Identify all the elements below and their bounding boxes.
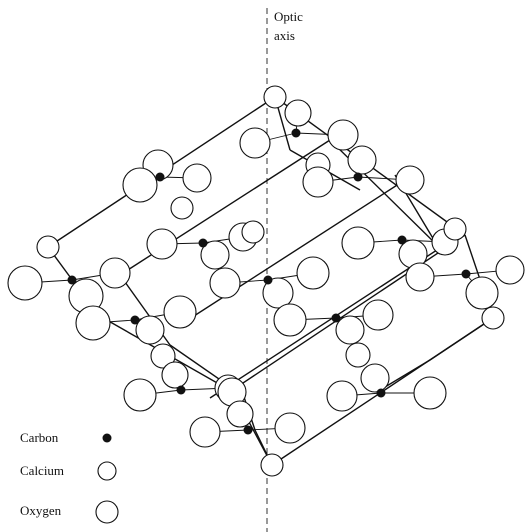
legend-carbon-symbol — [102, 433, 112, 443]
atom-oxygen — [146, 228, 178, 260]
atom-calcium — [150, 343, 176, 369]
optic-axis-label-line1: Optic — [274, 9, 303, 24]
atom-oxygen — [200, 240, 230, 270]
atom-calcium — [241, 220, 265, 244]
atom-oxygen — [161, 361, 189, 389]
atom-calcium — [36, 235, 60, 259]
atom-oxygen — [395, 165, 425, 195]
atom-calcium — [260, 453, 284, 477]
atom-oxygen — [284, 99, 312, 127]
atom-calcium — [263, 85, 287, 109]
atom-carbon — [198, 238, 208, 248]
atom-oxygen — [262, 277, 294, 309]
atom-carbon — [397, 235, 407, 245]
atom-oxygen — [163, 295, 197, 329]
atom-carbon — [176, 385, 186, 395]
atom-oxygen — [273, 303, 307, 337]
atom-oxygen — [362, 299, 394, 331]
atom-calcium — [481, 306, 505, 330]
atom-carbon — [263, 275, 273, 285]
atom-oxygen — [335, 315, 365, 345]
atom-carbon — [243, 425, 253, 435]
atom-oxygen — [326, 380, 358, 412]
carbon-atoms — [67, 128, 471, 435]
atom-carbon — [331, 313, 341, 323]
atom-oxygen — [302, 166, 334, 198]
atom-oxygen — [135, 315, 165, 345]
atom-oxygen — [341, 226, 375, 260]
atom-carbon — [353, 172, 363, 182]
atom-carbon — [155, 172, 165, 182]
atom-oxygen — [209, 267, 241, 299]
atom-carbon — [130, 315, 140, 325]
atom-calcium — [170, 196, 194, 220]
legend-label-carbon: Carbon — [20, 430, 59, 445]
atom-oxygen — [405, 262, 435, 292]
atom-oxygen — [226, 400, 254, 428]
atom-oxygen — [347, 145, 377, 175]
atom-oxygen — [360, 363, 390, 393]
atom-oxygen — [75, 305, 111, 341]
atom-oxygen — [465, 276, 499, 310]
atom-carbon — [291, 128, 301, 138]
atom-oxygen — [123, 378, 157, 412]
optic-axis-label-line2: axis — [274, 28, 295, 43]
legend-calcium-symbol — [97, 461, 117, 481]
legend: Carbon Calcium Oxygen — [20, 430, 119, 524]
atom-oxygen — [122, 167, 158, 203]
atom-oxygen — [239, 127, 271, 159]
atom-oxygen — [327, 119, 359, 151]
atom-oxygen — [296, 256, 330, 290]
legend-oxygen-symbol — [95, 500, 119, 524]
open-atoms — [7, 85, 525, 477]
atom-carbon — [376, 388, 386, 398]
atom-oxygen — [274, 412, 306, 444]
atom-calcium — [443, 217, 467, 241]
legend-label-calcium: Calcium — [20, 463, 64, 478]
atom-carbon — [67, 275, 77, 285]
atom-calcium — [345, 342, 371, 368]
atom-oxygen — [495, 255, 525, 285]
atom-oxygen — [99, 257, 131, 289]
atom-oxygen — [182, 163, 212, 193]
atom-oxygen — [7, 265, 43, 301]
legend-label-oxygen: Oxygen — [20, 503, 62, 518]
atom-oxygen — [189, 416, 221, 448]
atom-carbon — [461, 269, 471, 279]
atom-oxygen — [413, 376, 447, 410]
